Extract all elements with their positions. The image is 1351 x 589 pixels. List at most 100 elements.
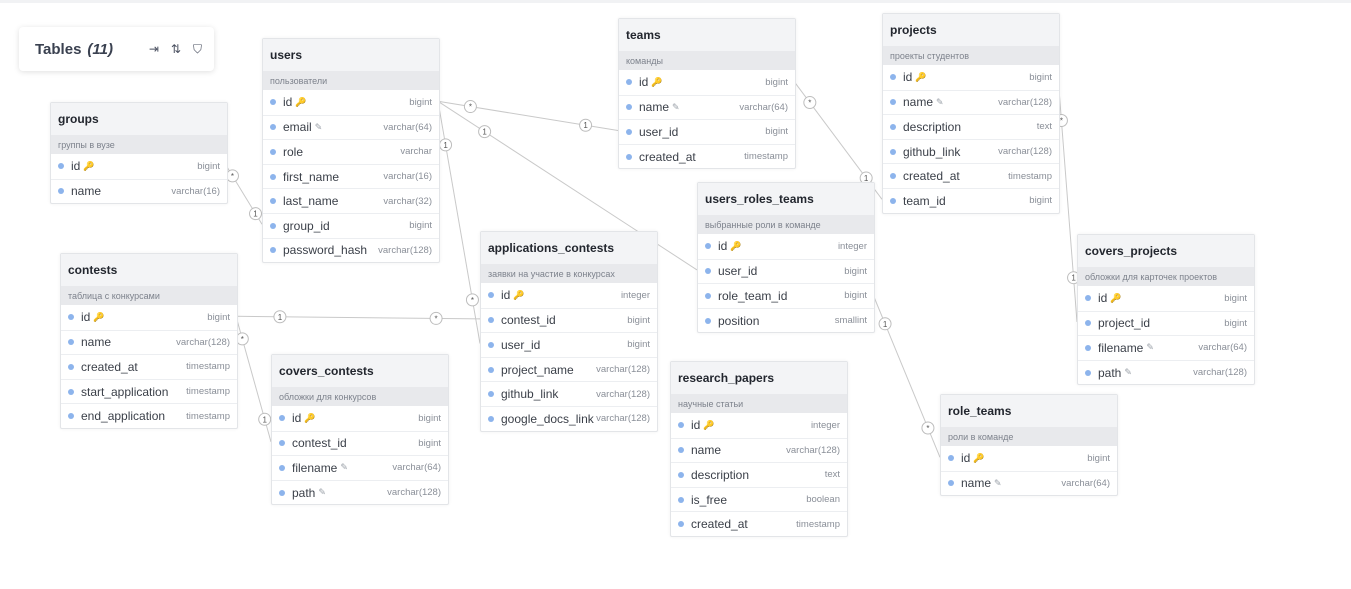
- field-type: text: [1036, 121, 1052, 133]
- field-type: integer: [837, 240, 867, 252]
- field-dot-icon: [488, 415, 494, 422]
- relation-line[interactable]: [437, 100, 619, 131]
- field-dot-icon: [626, 104, 632, 111]
- table-header[interactable]: covers_projects: [1078, 235, 1254, 267]
- table-header[interactable]: users: [263, 39, 439, 71]
- relation-line[interactable]: [437, 101, 481, 344]
- field-row[interactable]: name✎varchar(128): [883, 89, 1059, 115]
- field-row[interactable]: path✎varchar(128): [1078, 359, 1254, 385]
- table-header[interactable]: teams: [619, 19, 795, 51]
- field-row[interactable]: name✎varchar(64): [619, 94, 795, 120]
- field-row[interactable]: id🔑bigint: [272, 406, 448, 431]
- relation-line[interactable]: [1057, 76, 1078, 322]
- field-row[interactable]: id🔑integer: [698, 234, 874, 259]
- table-header[interactable]: covers_contests: [272, 355, 448, 387]
- svg-text:*: *: [241, 335, 244, 344]
- tables-panel[interactable]: Tables(11) ⇥ ⇅ ⛉: [19, 27, 214, 71]
- field-name: email: [283, 120, 312, 135]
- table-header[interactable]: projects: [883, 14, 1059, 46]
- relation-line[interactable]: [872, 294, 941, 458]
- field-row[interactable]: id🔑bigint: [941, 446, 1117, 471]
- filter-icon[interactable]: ⛉: [192, 41, 202, 56]
- table-header[interactable]: contests: [61, 254, 237, 286]
- sort-icon[interactable]: ⇅: [170, 41, 181, 56]
- field-row[interactable]: filename✎varchar(64): [1078, 335, 1254, 360]
- field-dot-icon: [279, 464, 285, 471]
- panel-toolbar: ⇥ ⇅ ⛉: [149, 42, 202, 57]
- table-header[interactable]: role_teams: [941, 395, 1117, 427]
- relation-line[interactable]: [225, 165, 263, 225]
- relation-line[interactable]: [235, 316, 272, 443]
- field-name: id: [1098, 291, 1108, 306]
- field-dot-icon: [279, 415, 285, 422]
- table-header[interactable]: users_roles_teams: [698, 183, 874, 215]
- table-header[interactable]: groups: [51, 103, 227, 135]
- field-row[interactable]: id🔑bigint: [619, 70, 795, 95]
- field-type: varchar(64): [1198, 342, 1247, 354]
- field-row[interactable]: id🔑bigint: [263, 90, 439, 115]
- field-row[interactable]: path✎varchar(128): [272, 479, 448, 505]
- field-row[interactable]: id🔑bigint: [883, 65, 1059, 90]
- primary-key-icon: 🔑: [304, 412, 316, 423]
- field-row[interactable]: id🔑bigint: [51, 154, 227, 179]
- field-type: bigint: [1029, 195, 1052, 207]
- field-row[interactable]: filename✎varchar(64): [272, 455, 448, 480]
- field-row[interactable]: email✎varchar(64): [263, 114, 439, 140]
- table-header[interactable]: applications_contests: [481, 232, 657, 264]
- field-row[interactable]: id🔑integer: [671, 413, 847, 438]
- field-name: start_application: [81, 384, 169, 399]
- table-note: обложки для конкурсов: [272, 387, 448, 406]
- relation-line[interactable]: [235, 315, 481, 320]
- collapse-icon[interactable]: ⇥: [148, 41, 159, 56]
- field-dot-icon: [270, 148, 276, 155]
- field-name: id: [283, 95, 293, 110]
- table-header[interactable]: research_papers: [671, 362, 847, 394]
- field-row[interactable]: id🔑bigint: [1078, 286, 1254, 311]
- field-row[interactable]: name✎varchar(64): [941, 470, 1117, 496]
- field-row[interactable]: id🔑bigint: [61, 305, 237, 330]
- field-row[interactable]: id🔑integer: [481, 283, 657, 308]
